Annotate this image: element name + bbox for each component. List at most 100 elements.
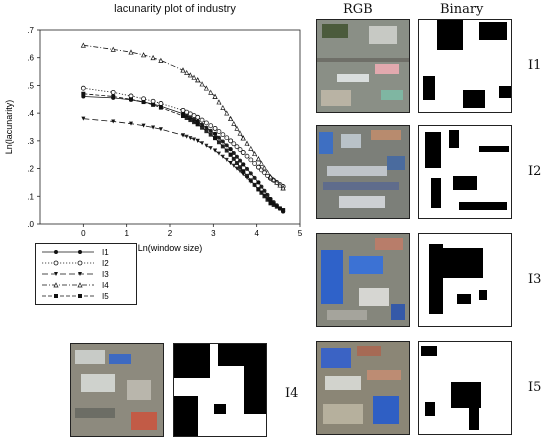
y-tick-label: .3	[27, 137, 34, 146]
dense-point-I3	[208, 146, 213, 151]
y-axis-label: Ln(lacunarity)	[4, 100, 14, 155]
point-I5-2	[129, 97, 133, 102]
dense-point-I4	[252, 150, 258, 157]
point-I3-4	[151, 125, 156, 130]
legend-label-I4: I4	[102, 281, 109, 290]
dense-point-I3	[231, 163, 236, 168]
dense-point-I4	[240, 135, 246, 141]
dense-point-I1	[224, 143, 229, 148]
y-tick-label: .2	[27, 165, 34, 174]
point-I5-4	[151, 102, 156, 107]
dense-point-I5	[184, 115, 189, 120]
legend-entry-I2: I2	[42, 259, 109, 268]
dense-point-I2	[248, 157, 254, 163]
dense-point-I1	[220, 139, 225, 144]
point-I3-3	[141, 123, 146, 128]
point-I2-4	[150, 98, 156, 104]
binary-image-i5	[418, 341, 512, 435]
dense-point-I3	[213, 148, 218, 153]
legend-marker-I1	[78, 250, 82, 254]
legend-marker-I4	[77, 282, 83, 288]
dense-point-I1	[216, 135, 221, 140]
dense-point-I4	[224, 110, 230, 116]
dense-point-I2	[203, 120, 209, 126]
dense-point-I2	[228, 138, 234, 144]
rgb-image-i3	[316, 233, 410, 327]
legend-marker-I1	[54, 250, 58, 254]
aerial-photo-i1	[317, 20, 409, 112]
point-I2-0	[80, 85, 86, 91]
x-axis-label: Ln(window size)	[138, 243, 203, 253]
dense-point-I5	[262, 194, 267, 199]
aerial-photo-i3	[317, 234, 409, 326]
dense-point-I1	[204, 125, 209, 130]
y-tick-label: .0	[27, 220, 34, 229]
y-tick-label: .4	[27, 109, 34, 118]
dense-point-I4	[274, 179, 280, 185]
plot-frame	[39, 29, 301, 225]
dense-point-I1	[245, 166, 250, 171]
dense-point-I2	[220, 132, 226, 138]
dense-point-I1	[256, 180, 261, 185]
point-I2-5	[158, 101, 164, 106]
dense-point-I5	[200, 125, 205, 130]
y-tick-label: .5	[27, 81, 34, 90]
point-I5-5	[158, 105, 163, 110]
x-tick-label: 1	[124, 229, 129, 238]
dense-point-I5	[208, 132, 213, 137]
rgb-image-i1	[316, 19, 410, 113]
dense-point-I1	[248, 171, 253, 176]
dense-point-I3	[204, 143, 209, 148]
dense-point-I5	[181, 113, 185, 118]
chart-title: lacunarity plot of industry	[114, 3, 236, 15]
dense-point-I2	[195, 114, 201, 120]
dense-point-I4	[212, 93, 218, 99]
dense-point-I3	[184, 134, 189, 139]
dense-point-I5	[281, 208, 286, 213]
dense-point-I2	[244, 153, 250, 159]
x-tick-label: 4	[254, 229, 259, 238]
y-tick-label: .6	[27, 54, 34, 63]
dense-point-I5	[268, 201, 273, 206]
dense-point-I1	[228, 147, 233, 152]
dense-point-I5	[204, 129, 209, 134]
point-I5-0	[81, 91, 86, 96]
dense-point-I2	[224, 135, 230, 141]
point-I3-1	[111, 119, 116, 124]
dense-point-I5	[271, 202, 276, 207]
dense-point-I5	[234, 161, 239, 166]
point-I4-0	[80, 42, 86, 48]
dense-point-I3	[228, 161, 233, 166]
y-tick-label: .1	[27, 192, 34, 201]
series-markers	[80, 42, 286, 214]
legend-entry-I1: I1	[42, 248, 109, 257]
dense-point-I4	[220, 104, 226, 110]
point-I5-3	[141, 100, 146, 105]
point-I3-0	[81, 116, 86, 121]
dense-point-I1	[208, 128, 213, 133]
dense-point-I1	[231, 150, 236, 155]
legend-marker-I5	[78, 294, 82, 298]
dense-point-I2	[187, 111, 193, 117]
dense-point-I5	[213, 136, 218, 141]
legend-label-I2: I2	[102, 259, 109, 268]
x-tick-label: 0	[81, 229, 86, 238]
dense-point-I1	[241, 162, 246, 167]
legend-label-I5: I5	[102, 292, 109, 301]
legend-marker-I2	[53, 260, 59, 266]
dense-point-I4	[203, 85, 209, 91]
rgb-image-i5	[316, 341, 410, 435]
dense-point-I2	[234, 144, 240, 150]
dense-point-I4	[228, 115, 234, 122]
legend-label-I1: I1	[102, 248, 109, 257]
rgb-image-i2	[316, 125, 410, 219]
point-I3-5	[158, 127, 163, 132]
rgb-column-header: RGB	[343, 2, 373, 17]
dense-point-I1	[262, 188, 267, 193]
dense-point-I2	[216, 129, 222, 134]
point-I4-4	[150, 54, 156, 61]
dense-point-I3	[216, 151, 221, 156]
binary-image-i1	[418, 19, 512, 113]
